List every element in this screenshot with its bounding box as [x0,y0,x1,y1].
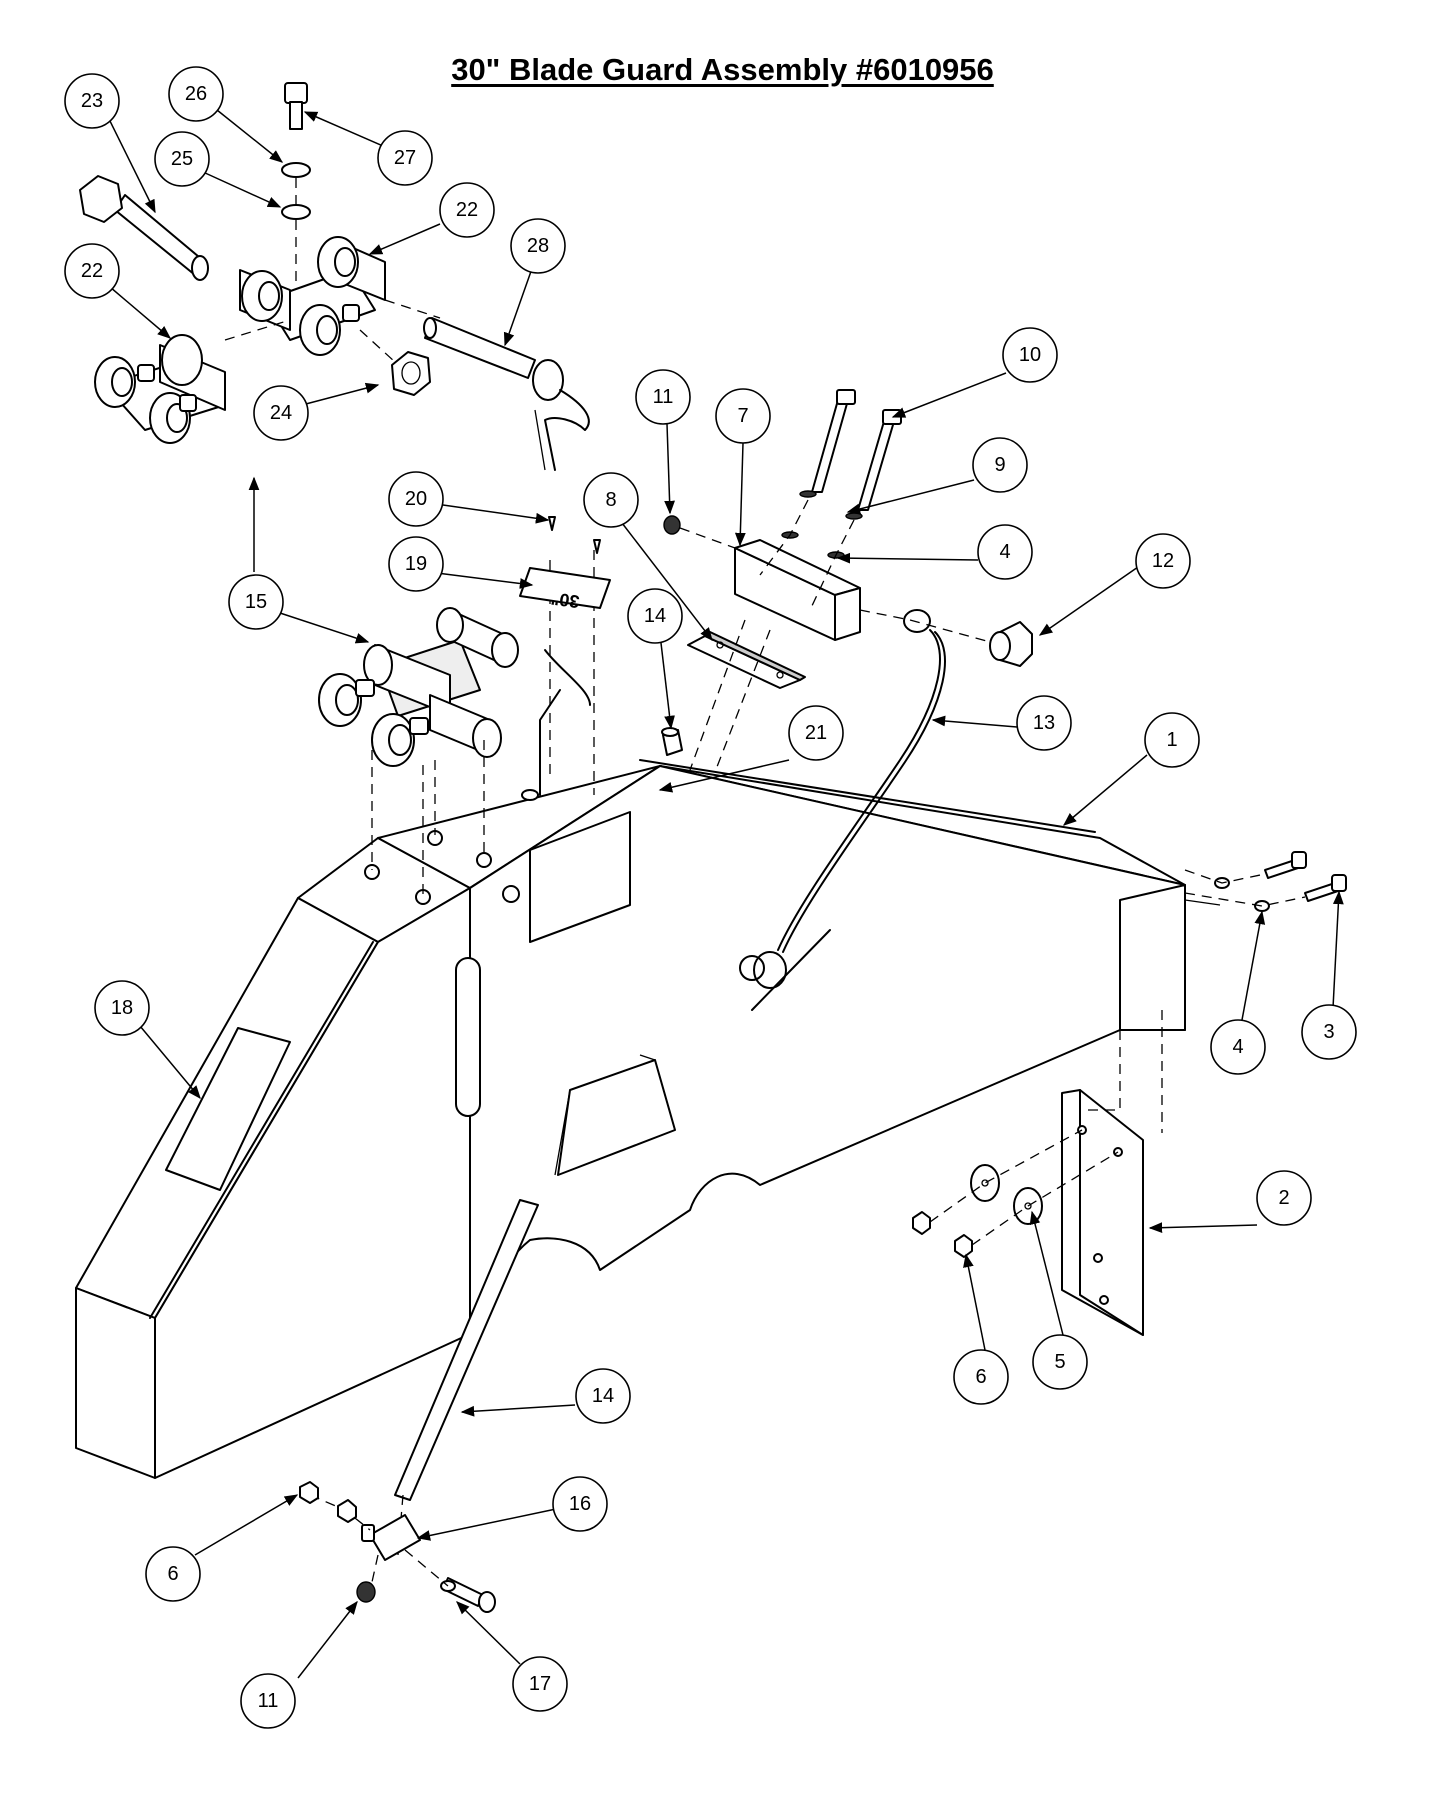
svg-text:21: 21 [805,722,827,744]
svg-text:7: 7 [737,405,748,427]
svg-text:11: 11 [653,386,674,408]
callout-17: 17 [512,1656,568,1712]
decal-30-text: 30" [550,588,581,612]
svg-text:4: 4 [999,541,1010,563]
svg-text:5: 5 [1054,1351,1065,1373]
callout-11b: 11 [240,1673,296,1729]
svg-text:25: 25 [171,148,193,170]
callout-4b: 4 [977,524,1033,580]
svg-text:13: 13 [1033,712,1055,734]
callout-3: 3 [1301,1004,1357,1060]
svg-text:11: 11 [258,1690,279,1712]
callout-11a: 11 [635,369,691,425]
handle-slot [455,957,481,1117]
svg-text:1: 1 [1166,729,1177,751]
lock-block-assembly [661,389,1033,773]
callout-23: 23 [64,73,120,129]
callout-6b: 6 [145,1546,201,1602]
roller-assembly-exploded [79,82,590,471]
callout-16: 16 [552,1476,608,1532]
callout-26: 26 [168,66,224,122]
callout-18: 18 [94,980,150,1036]
callout-12: 12 [1135,533,1191,589]
svg-text:15: 15 [245,591,267,613]
blade-guard-body [75,759,1221,1479]
callout-13: 13 [1016,695,1072,751]
callout-28: 28 [510,218,566,274]
decal-panel-18 [165,1027,291,1191]
svg-text:23: 23 [81,90,103,112]
callout-19: 19 [388,536,444,592]
svg-text:14: 14 [592,1385,614,1407]
svg-text:17: 17 [529,1673,551,1695]
svg-text:28: 28 [527,235,549,257]
svg-text:12: 12 [1152,550,1174,572]
callout-6a: 6 [953,1349,1009,1405]
callout-22b: 22 [64,243,120,299]
callout-20: 20 [388,471,444,527]
callout-14b: 14 [575,1368,631,1424]
callout-10: 10 [1002,327,1058,383]
svg-text:6: 6 [167,1563,178,1585]
svg-text:2: 2 [1278,1187,1289,1209]
svg-text:8: 8 [605,489,616,511]
svg-text:3: 3 [1323,1021,1334,1043]
svg-text:16: 16 [569,1493,591,1515]
callout-2: 2 [1256,1170,1312,1226]
callout-9: 9 [972,437,1028,493]
callout-22a: 22 [439,182,495,238]
callout-25: 25 [154,131,210,187]
callout-14a: 14 [627,588,683,644]
hardware-right [912,851,1347,1258]
svg-text:19: 19 [405,553,427,575]
callout-1: 1 [1144,712,1200,768]
svg-text:9: 9 [994,454,1005,476]
svg-text:22: 22 [456,199,478,221]
svg-text:4: 4 [1232,1036,1243,1058]
svg-text:22: 22 [81,260,103,282]
roller-assembly-installed: 30" [318,516,611,895]
svg-text:18: 18 [111,997,133,1019]
bracket [557,1059,676,1176]
callout-balloons: 1 2 3 4 4 5 6 6 7 8 9 10 11 11 12 13 14 … [64,66,1357,1729]
callout-21: 21 [788,705,844,761]
lanyard-cable [753,609,946,989]
callout-24: 24 [253,385,309,441]
callout-8: 8 [583,472,639,528]
svg-text:24: 24 [270,402,292,424]
svg-text:26: 26 [185,83,207,105]
svg-text:14: 14 [644,605,666,627]
leader-lines [107,109,1344,1679]
svg-text:27: 27 [394,147,416,169]
svg-text:20: 20 [405,488,427,510]
diagram-title: 30" Blade Guard Assembly #6010956 [451,52,994,87]
callout-4a: 4 [1210,1019,1266,1075]
callout-7: 7 [715,388,771,444]
callout-15: 15 [228,574,284,630]
callout-27: 27 [377,130,433,186]
callout-5: 5 [1032,1334,1088,1390]
svg-text:6: 6 [975,1366,986,1388]
decal-panel-21 [529,811,631,943]
mounting-plate [1061,1010,1163,1336]
svg-text:10: 10 [1019,344,1041,366]
